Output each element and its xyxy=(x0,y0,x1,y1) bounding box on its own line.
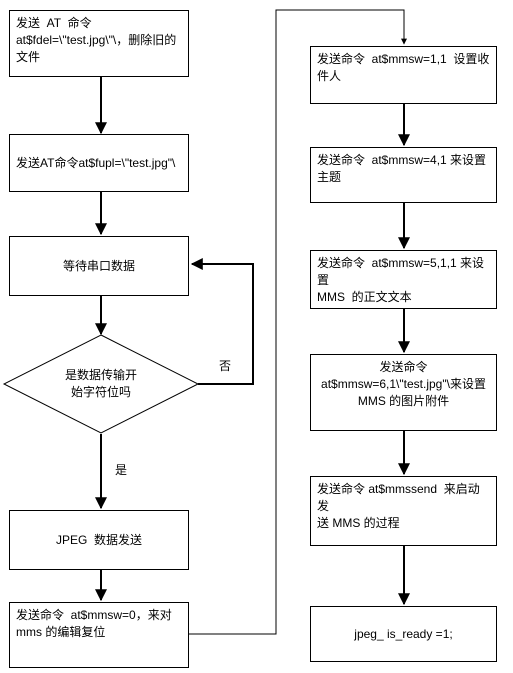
box-set-body-text: 发送命令 at$mmsw=5,1,1 来设置 MMS 的正文文本 xyxy=(310,250,497,309)
box-set-image-attachment: 发送命令 at$mmsw=6,1\"test.jpg"\来设置 MMS 的图片附… xyxy=(310,354,497,431)
no-label: 否 xyxy=(219,359,232,373)
box-jpeg-ready: jpeg_ is_ready =1; xyxy=(310,606,497,662)
box-upload-file: 发送AT命令at$fupl=\"test.jpg"\ xyxy=(9,134,189,192)
box-reset-mms-edit: 发送命令 at$mmsw=0，来对 mms 的编辑复位 xyxy=(9,602,189,668)
arrow-no-loop xyxy=(190,258,254,385)
decision-diamond xyxy=(2,334,200,434)
box-set-recipient: 发送命令 at$mmsw=1,1 设置收 件人 xyxy=(310,46,497,104)
yes-label: 是 xyxy=(115,463,128,477)
decision-text: 是数据传输开 始字符位吗 xyxy=(64,368,137,399)
box-set-subject: 发送命令 at$mmsw=4,1 来设置 主题 xyxy=(310,147,497,203)
box-wait-serial-data: 等待串口数据 xyxy=(9,236,189,296)
connector-to-right xyxy=(189,9,407,635)
box-start-mms-send: 发送命令 at$mmssend 来启动发 送 MMS 的过程 xyxy=(310,476,497,546)
box-delete-old-file: 发送 AT 命令 at$fdel=\"test.jpg\"\，删除旧的 文件 xyxy=(9,10,189,77)
box-jpeg-send: JPEG 数据发送 xyxy=(9,510,189,570)
